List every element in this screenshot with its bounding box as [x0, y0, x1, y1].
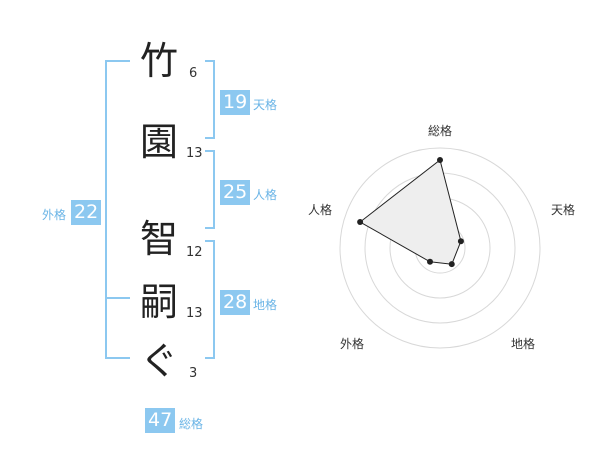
radar-point-3	[427, 258, 434, 265]
stroke-count-3: 12	[186, 245, 203, 260]
radar-axis-label-jinkaku: 人格	[308, 203, 333, 217]
chikaku-label: 地格	[253, 298, 278, 312]
jinkaku-value-badge: 25	[220, 180, 251, 205]
stroke-count-4: 13	[186, 306, 203, 321]
stroke-count-1: 6	[189, 66, 198, 81]
stroke-count-2: 13	[186, 146, 203, 161]
name-char-4: 嗣	[139, 280, 178, 324]
radar-point-1	[457, 238, 464, 245]
soukaku-label: 総格	[179, 417, 204, 431]
tenkaku-label: 天格	[253, 98, 278, 112]
radar-points	[357, 157, 464, 268]
soukaku-value-badge: 47	[145, 408, 176, 433]
gaikaku-value-badge: 22	[71, 200, 102, 225]
tenkaku-bracket	[205, 60, 215, 139]
jinkaku-label: 人格	[253, 188, 278, 202]
chikaku-value-badge: 28	[220, 290, 251, 315]
radar-data-polygon	[359, 159, 462, 265]
gaikaku-bracket	[105, 60, 130, 359]
radar-chart	[339, 147, 541, 349]
radar-point-0	[437, 157, 443, 163]
gaikaku-bracket-divider	[105, 297, 130, 299]
chikaku-bracket	[205, 240, 215, 359]
radar-point-2	[448, 261, 455, 268]
radar-point-4	[357, 219, 364, 226]
radar-axis-label-chikaku: 地格	[511, 337, 536, 351]
radar-axis-label-gaikaku: 外格	[340, 337, 365, 351]
radar-axis-label-tenkaku: 天格	[551, 203, 576, 217]
name-char-5: ぐ	[139, 339, 178, 383]
gaikaku-label: 外格	[42, 208, 67, 222]
name-char-2: 園	[139, 120, 178, 164]
stroke-count-5: 3	[189, 366, 198, 381]
tenkaku-value-badge: 19	[220, 90, 251, 115]
name-char-1: 竹	[139, 39, 178, 83]
jinkaku-bracket	[205, 150, 215, 229]
name-char-3: 智	[139, 217, 178, 261]
radar-ring	[339, 147, 541, 349]
radar-axis-label-soukaku: 総格	[428, 124, 453, 138]
